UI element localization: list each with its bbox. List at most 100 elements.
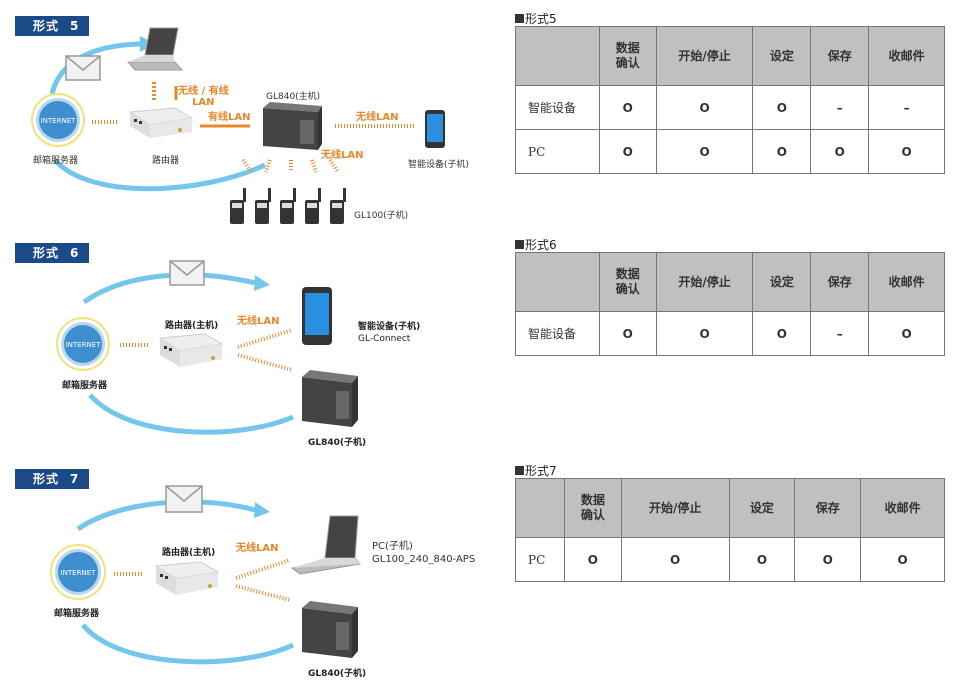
supported-cell: O <box>810 129 870 174</box>
column-header: 设定 <box>752 26 812 86</box>
smartphone-icon <box>302 287 332 345</box>
mail-server-label: 邮箱服务器 <box>62 381 108 391</box>
unsupported-cell: – <box>810 85 870 130</box>
mail-flow-arc <box>88 393 294 435</box>
table-title: 形式5 <box>515 12 945 26</box>
column-header: 数据确认 <box>563 478 622 538</box>
envelope-icon <box>65 55 101 81</box>
supported-cell: O <box>868 129 945 174</box>
table-title: 形式6 <box>515 238 945 252</box>
internet-globe-icon: INTERNET <box>31 93 85 147</box>
gl840-device-icon <box>263 102 322 150</box>
mail-server-label: 邮箱服务器 <box>54 609 100 619</box>
envelope-icon <box>169 260 205 286</box>
column-header: 数据确认 <box>598 252 657 312</box>
link-label-pc: 无线 / 有线 LAN <box>178 86 229 108</box>
pattern-6-diagram: 形式 6 INTERNET <box>0 235 500 460</box>
table-title: 形式7 <box>515 464 945 478</box>
supported-cell: O <box>752 311 812 356</box>
link-label-wired: 有线LAN <box>208 112 251 123</box>
gl100-unit-icon <box>330 188 346 224</box>
router-icon <box>158 333 224 367</box>
table-header-row: 数据确认开始/停止设定保存收邮件 <box>515 478 945 538</box>
gl100-label: GL100(子机) <box>354 211 409 221</box>
link-label: 无线LAN <box>237 316 280 327</box>
supported-cell: O <box>752 129 812 174</box>
router-icon <box>128 107 194 138</box>
column-header: 收邮件 <box>868 26 945 86</box>
column-header: 收邮件 <box>868 252 945 312</box>
link-label: 无线LAN <box>236 543 279 554</box>
gl100-devices <box>230 158 346 224</box>
diagram-graphics: INTERNET <box>56 260 358 435</box>
column-header: 设定 <box>752 252 812 312</box>
supported-cell: O <box>598 85 657 130</box>
mail-flow-arc <box>81 623 295 665</box>
gl100-unit-icon <box>305 188 321 224</box>
gl100-unit-icon <box>230 188 246 224</box>
supported-cell: O <box>598 129 657 174</box>
table-header-row: 数据确认开始/停止设定保存收邮件 <box>515 252 945 312</box>
square-bullet-icon <box>515 240 524 249</box>
diagram-graphics: INTERNET <box>31 27 445 224</box>
internet-globe-icon: INTERNET <box>56 317 110 371</box>
column-header: 开始/停止 <box>620 478 730 538</box>
column-header: 保存 <box>810 252 870 312</box>
supported-cell: O <box>794 537 862 582</box>
supported-cell: O <box>752 85 812 130</box>
svg-text:INTERNET: INTERNET <box>61 569 97 577</box>
link-label-gl100: 无线LAN <box>321 150 364 161</box>
phone-label: 智能设备(子机) <box>408 160 470 170</box>
mail-flow-arrow <box>82 272 256 305</box>
router-icon <box>154 561 220 595</box>
column-header: 数据确认 <box>598 26 657 86</box>
gl840-label: GL840(子机) <box>308 438 367 448</box>
header-blank-cell <box>515 478 565 538</box>
supported-cell: O <box>563 537 622 582</box>
link-label-phone: 无线LAN <box>356 112 399 123</box>
router-label: 路由器(主机) <box>165 321 219 331</box>
pattern-badge: 形式 5 <box>15 16 89 36</box>
unsupported-cell: – <box>810 311 870 356</box>
gl840-label: GL840(子机) <box>308 669 367 679</box>
square-bullet-icon <box>515 14 524 23</box>
square-bullet-icon <box>515 466 524 475</box>
internet-globe-icon: INTERNET <box>50 544 106 600</box>
supported-cell: O <box>598 311 657 356</box>
router-label: 路由器 <box>152 156 180 166</box>
arrow-head <box>254 502 270 518</box>
mail-flow-arc <box>53 158 267 192</box>
unsupported-cell: – <box>868 85 945 130</box>
supported-cell: O <box>655 311 754 356</box>
svg-text:INTERNET: INTERNET <box>41 117 77 125</box>
pc-label: PC(子机) GL100_240_840-APS <box>372 541 476 565</box>
pattern-7-diagram: 形式 7 INTERNET <box>0 460 500 693</box>
column-header: 保存 <box>810 26 870 86</box>
supported-cell: O <box>860 537 945 582</box>
smartphone-icon <box>425 110 445 148</box>
supported-cell: O <box>655 129 754 174</box>
device-name-cell: 智能设备 <box>515 85 600 130</box>
device-name-cell: PC <box>515 537 565 582</box>
gl100-unit-icon <box>255 188 271 224</box>
pattern-badge: 形式 7 <box>15 469 89 489</box>
mail-flow-arrow <box>76 499 256 532</box>
column-header: 设定 <box>728 478 796 538</box>
envelope-icon <box>165 485 203 513</box>
header-blank-cell <box>515 252 600 312</box>
pattern-badge: 形式 6 <box>15 243 89 263</box>
pattern-5-diagram: 形式 5 INTERNET <box>0 0 500 235</box>
phone-label: 智能设备(子机) GL-Connect <box>358 322 421 344</box>
column-header: 开始/停止 <box>655 252 754 312</box>
router-label: 路由器(主机) <box>162 548 216 558</box>
svg-text:INTERNET: INTERNET <box>66 341 102 349</box>
